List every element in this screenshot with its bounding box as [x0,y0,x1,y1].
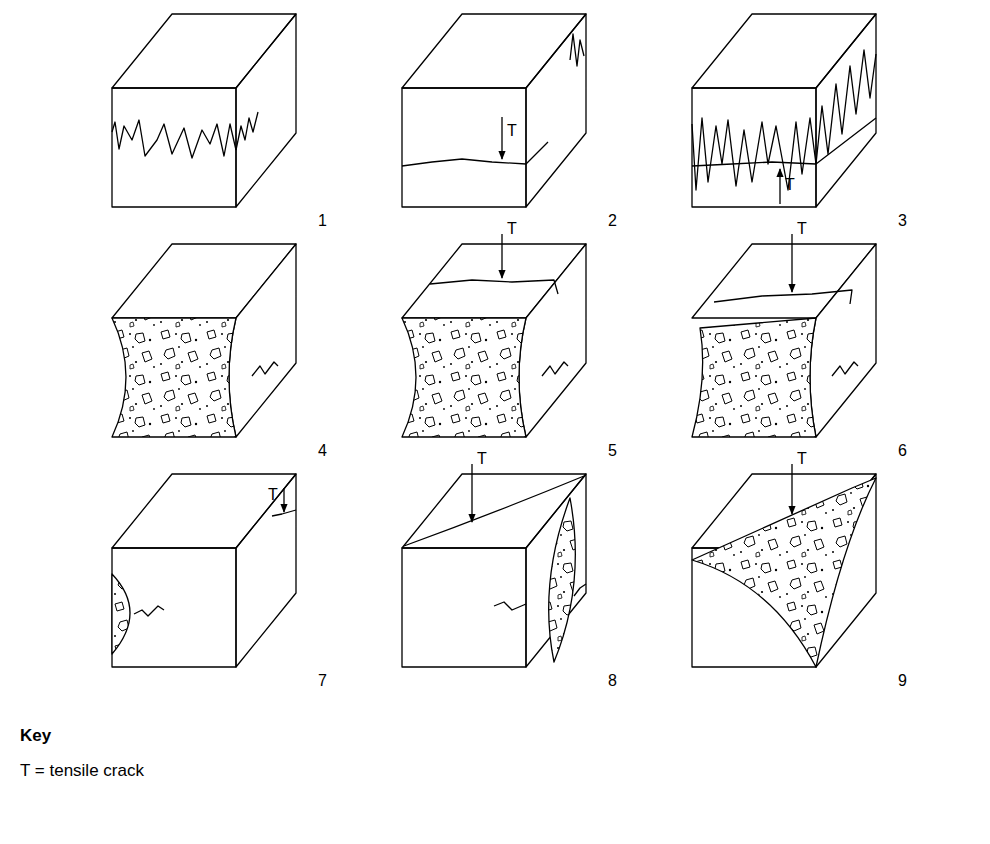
key-entry: T = tensile crack [20,762,144,780]
tensile-crack-mark: T [477,450,487,468]
panel-number: 4 [318,442,327,460]
tensile-crack-mark: T [785,176,795,194]
tensile-crack-mark: T [797,450,807,468]
panel-number: 1 [318,212,327,230]
tensile-crack-mark: T [268,486,278,504]
panel-number: 2 [608,212,617,230]
panel-number: 6 [898,442,907,460]
panel-number: 7 [318,672,327,690]
cube-4 [112,244,296,437]
panel-number: 5 [608,442,617,460]
cube-3 [692,14,876,207]
tensile-crack-mark: T [797,220,807,238]
panel-number: 9 [898,672,907,690]
panel-number: 8 [608,672,617,690]
key-heading: Key [20,727,51,745]
cube-5 [402,234,586,437]
cube-7 [112,474,296,667]
cube-8 [402,464,586,667]
cube-9 [692,464,876,667]
tensile-crack-mark: T [507,220,517,238]
cube-1 [112,14,296,207]
panel-number: 3 [898,212,907,230]
cube-2 [402,14,586,207]
tensile-crack-mark: T [507,122,517,140]
cube-6 [692,234,876,437]
